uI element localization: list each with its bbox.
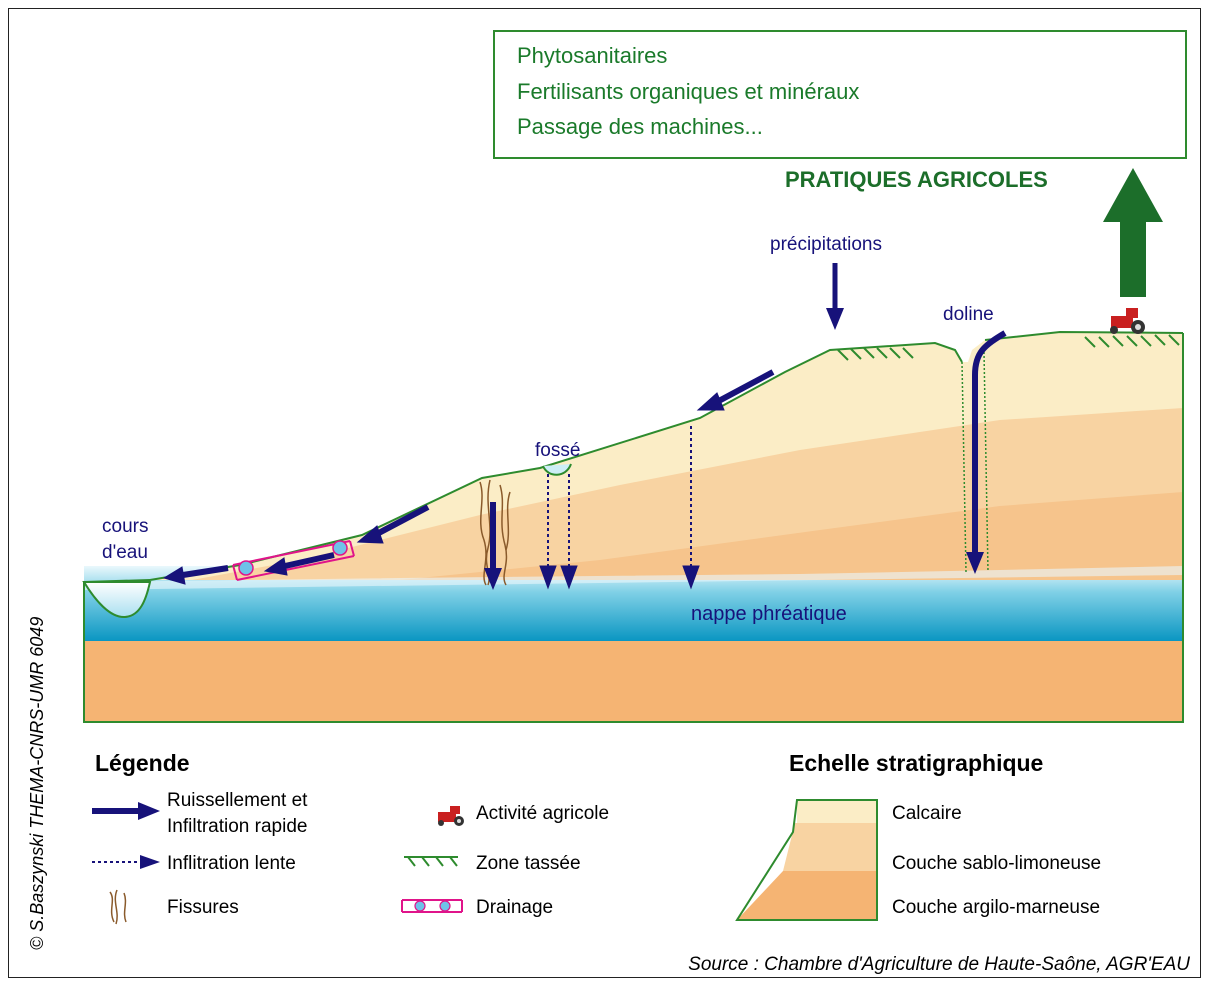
compacted-zone-icon xyxy=(404,856,458,867)
strat-layer-3: Couche argilo-marneuse xyxy=(892,897,1100,918)
tractor-icon xyxy=(1110,308,1145,334)
cours-eau-label-2: d'eau xyxy=(102,542,148,563)
legend-fissures-label: Fissures xyxy=(167,897,239,918)
compacted-zone-icon xyxy=(837,347,914,361)
drainage-icon xyxy=(401,899,463,913)
source: Source : Chambre d'Agriculture de Haute-… xyxy=(688,954,1190,975)
compacted-zone-icon xyxy=(1084,334,1180,348)
dotted-arrow-icon xyxy=(92,855,160,869)
drainage-pipe xyxy=(232,540,355,581)
practices-line-1: Phytosanitaires xyxy=(517,43,667,68)
strat-title: Echelle stratigraphique xyxy=(789,750,1043,776)
runoff-arrows xyxy=(162,369,775,585)
strat-layer-1: Calcaire xyxy=(892,803,962,824)
legend-drainage-label: Drainage xyxy=(476,897,553,918)
precipitations-label: précipitations xyxy=(770,234,882,255)
practices-line-2: Fertilisants organiques et minéraux xyxy=(517,79,859,104)
tractor-icon xyxy=(438,806,464,826)
cours-eau-label-1: cours xyxy=(102,516,148,537)
precipitation-arrow xyxy=(826,263,844,330)
slow-infiltration-arrows xyxy=(539,426,700,590)
strat-layer-2: Couche sablo-limoneuse xyxy=(892,853,1101,874)
river xyxy=(82,581,152,619)
ditch xyxy=(542,463,572,476)
cracks-icon xyxy=(109,889,127,925)
green-up-arrow xyxy=(1103,168,1163,297)
legend-slow-label: Inflitration lente xyxy=(167,853,296,874)
legend-runoff-label-2: Infiltration rapide xyxy=(167,816,307,837)
legend-runoff-label-1: Ruissellement et xyxy=(167,790,308,811)
nappe-label: nappe phréatique xyxy=(691,603,847,625)
legend-title: Légende xyxy=(95,750,190,776)
doline-arrow xyxy=(966,330,1007,574)
frame-border xyxy=(8,8,1201,978)
copyright: © S.Baszynski THEMA-CNRS-UMR 6049 xyxy=(27,617,47,950)
practices-box xyxy=(493,30,1187,159)
land-layers xyxy=(150,332,1183,580)
legend-agri-label: Activité agricole xyxy=(476,803,609,824)
legend-zone-label: Zone tassée xyxy=(476,853,581,874)
fosse-label: fossé xyxy=(535,440,580,461)
rapid-infiltration-arrow xyxy=(484,502,502,590)
practices-title: PRATIQUES AGRICOLES xyxy=(785,167,1048,192)
strat-scale-icon xyxy=(735,799,878,921)
doline-label: doline xyxy=(943,304,994,325)
practices-line-3: Passage des machines... xyxy=(517,114,763,139)
argilo-layer xyxy=(84,640,1183,722)
thick-arrow-icon xyxy=(92,802,160,820)
